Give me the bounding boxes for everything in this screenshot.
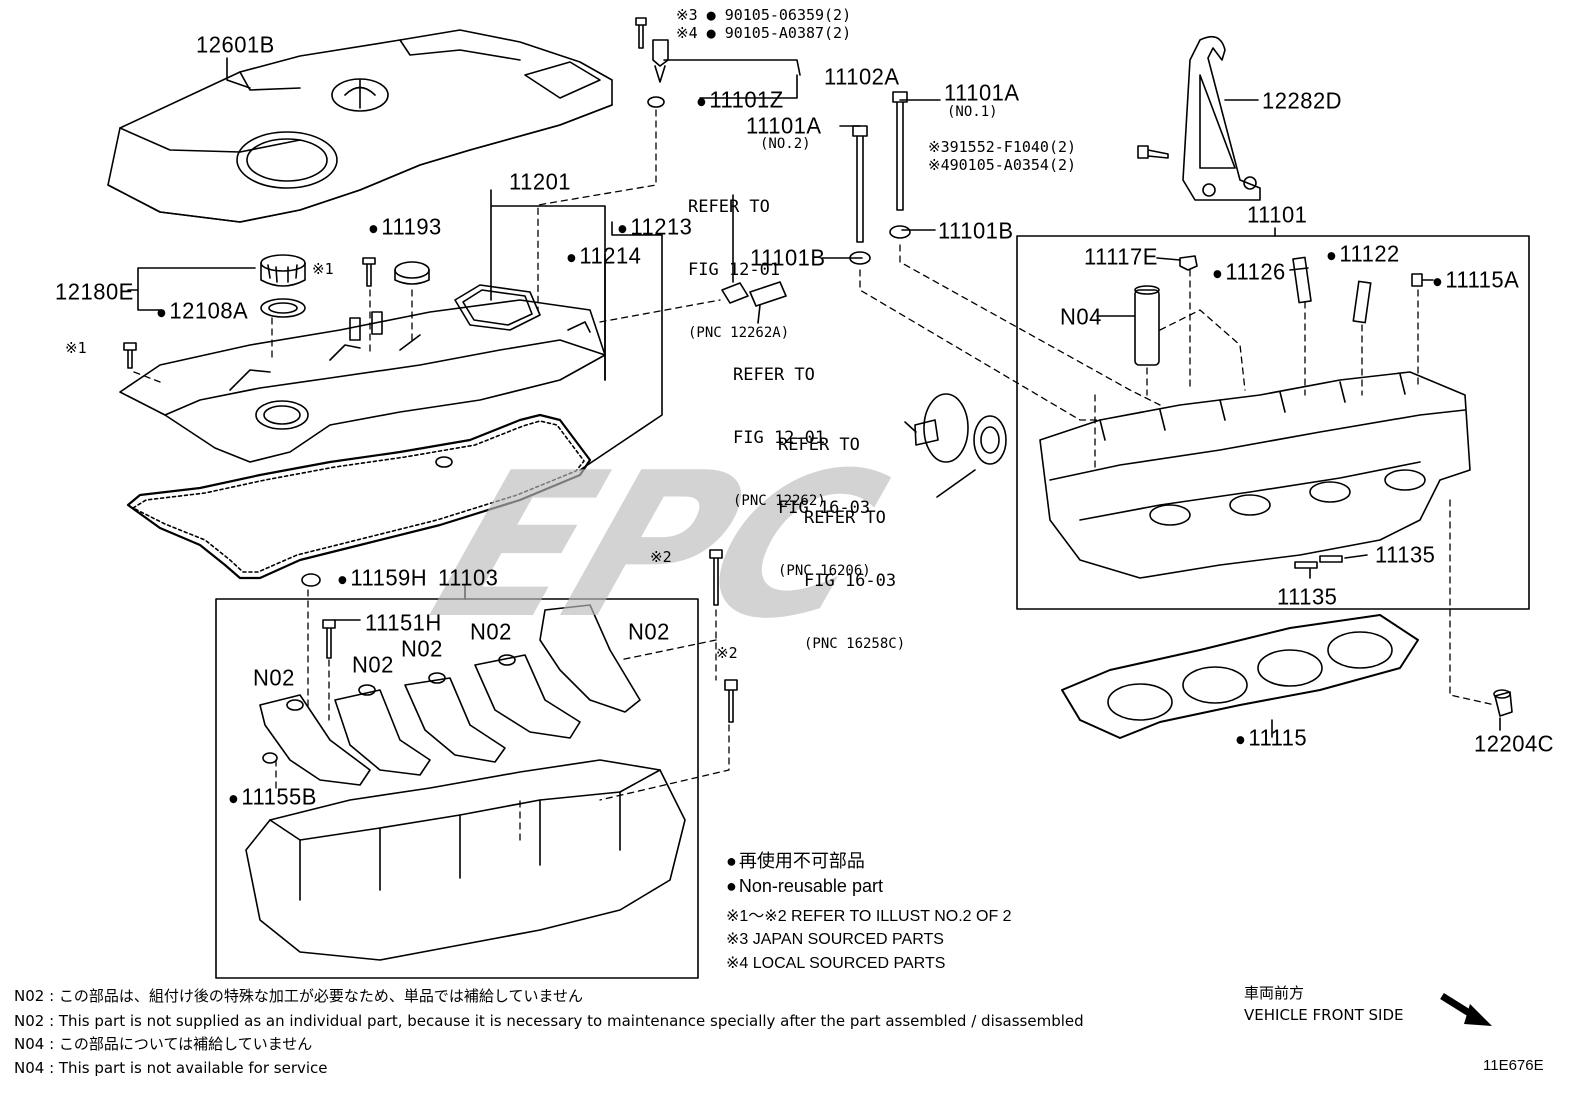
plug-drawing: [1493, 689, 1513, 717]
part-label-11135-b[interactable]: 11135: [1277, 583, 1338, 610]
reference-line: FIG 12-01: [688, 260, 781, 280]
part-label-11201[interactable]: 11201: [509, 168, 572, 195]
engine-cover-drawing: [107, 29, 613, 223]
mark-label-2b: ※2: [716, 644, 738, 662]
hose-drawing: [721, 281, 1007, 465]
legend-note-1: ※1～※2 REFER TO ILLUST NO.2 OF 2: [726, 908, 1012, 925]
fastener-note-a1: ※3 ● 90105-06359(2): [676, 6, 852, 24]
part-label-11101[interactable]: 11101: [1247, 201, 1308, 228]
bolt-drawings: [123, 17, 1169, 764]
part-label-11102A[interactable]: 11102A: [824, 63, 900, 90]
footnote-n04-en: N04 : This part is not available for ser…: [14, 1059, 328, 1077]
reference-line: FIG 16-03: [804, 571, 897, 591]
legend-note-2: ※3 JAPAN SOURCED PARTS: [726, 931, 944, 948]
part-label-11193[interactable]: 11193: [368, 215, 442, 238]
reference-line: REFER TO: [688, 197, 770, 217]
part-label-11126[interactable]: 11126: [1212, 260, 1286, 283]
reference-fig-16-03-b[interactable]: REFER TO FIG 16-03 (PNC 16258C): [804, 466, 905, 697]
reference-line: REFER TO: [804, 508, 886, 528]
front-direction-arrow-icon: [1440, 993, 1492, 1026]
part-label-N02-e[interactable]: N02: [253, 664, 295, 691]
part-label-11155B[interactable]: 11155B: [228, 785, 317, 808]
part-sublabel-no1: (NO.1): [947, 104, 998, 120]
part-sublabel-no2: (NO.2): [760, 136, 811, 152]
vehicle-front-jp: 車両前方: [1244, 984, 1305, 1002]
reference-fig-16-03-a[interactable]: REFER TO FIG 16-03 (PNC 16206): [778, 393, 871, 624]
fastener-note-b1: ※391552-F1040(2): [928, 138, 1077, 156]
legend-non-reusable-en: Non-reusable part: [726, 877, 883, 895]
part-label-N02-c[interactable]: N02: [401, 635, 443, 662]
part-label-11101B-b[interactable]: 11101B: [750, 244, 826, 271]
part-label-N02-d[interactable]: N02: [352, 651, 394, 678]
reference-pnc: (PNC 16206): [778, 563, 871, 579]
engine-hanger-drawing: [1182, 35, 1261, 201]
oil-cap-drawing: [260, 254, 430, 318]
mark-label-1a: ※1: [312, 260, 334, 278]
camshaft-housing-group-box: [215, 598, 699, 979]
part-label-12204C[interactable]: 12204C: [1474, 730, 1555, 757]
part-label-11213[interactable]: 11213: [617, 215, 692, 238]
fastener-note-b2: ※490105-A0354(2): [928, 156, 1077, 174]
part-label-N04[interactable]: N04: [1060, 303, 1102, 330]
head-gasket-drawing: [1061, 614, 1419, 739]
footnote-n04-jp: N04 : この部品については補給していません: [14, 1035, 313, 1053]
part-label-11101A-no2[interactable]: 11101A: [746, 112, 822, 139]
legend-note-3: ※4 LOCAL SOURCED PARTS: [726, 955, 946, 972]
camshaft-housing-drawing: [245, 604, 686, 961]
part-label-11117E[interactable]: 11117E: [1084, 243, 1158, 270]
reference-fig-12-01-b[interactable]: REFER TO FIG 12-01 (PNC 12262): [733, 323, 826, 554]
legend-non-reusable-jp: 再使用不可部品: [726, 852, 865, 870]
part-label-12108A[interactable]: 12108A: [156, 299, 248, 322]
part-label-11101B-a[interactable]: 11101B: [938, 217, 1014, 244]
part-label-11115[interactable]: 11115: [1235, 726, 1307, 749]
part-label-12180E[interactable]: 12180E: [55, 278, 134, 305]
reference-pnc: (PNC 12262A): [688, 325, 790, 341]
part-label-11151H[interactable]: 11151H: [365, 609, 442, 636]
illustration-code: 11E676E: [1483, 1057, 1544, 1074]
cylinder-head-drawing: [1039, 255, 1471, 579]
part-label-11101A-no1[interactable]: 11101A: [944, 79, 1020, 106]
reference-fig-12-01-a[interactable]: REFER TO FIG 12-01 (PNC 12262A): [688, 155, 789, 386]
part-label-11135-a[interactable]: 11135: [1375, 541, 1436, 568]
reference-line: REFER TO: [733, 365, 815, 385]
fastener-note-a2: ※4 ● 90105-A0387(2): [676, 24, 852, 42]
cylinder-head-group-box: [1016, 235, 1530, 610]
mark-label-1b: ※1: [65, 339, 87, 357]
part-label-11159H[interactable]: 11159H: [337, 566, 427, 589]
reference-line: FIG 12-01: [733, 428, 826, 448]
reference-line: REFER TO: [778, 435, 860, 455]
reference-pnc: (PNC 16258C): [804, 636, 906, 652]
part-label-12282D[interactable]: 12282D: [1262, 87, 1343, 114]
footnote-n02-en: N02 : This part is not supplied as an in…: [14, 1012, 1084, 1030]
vehicle-front-en: VEHICLE FRONT SIDE: [1244, 1006, 1404, 1024]
dashed-assembly-lines: [133, 109, 1496, 841]
part-label-11101Z[interactable]: 11101Z: [696, 88, 784, 111]
mark-label-2a: ※2: [650, 548, 672, 566]
part-label-12601B[interactable]: 12601B: [196, 31, 275, 58]
part-label-N02-a[interactable]: N02: [470, 618, 512, 645]
part-label-11122[interactable]: 11122: [1326, 242, 1400, 265]
part-label-11103[interactable]: 11103: [438, 564, 499, 591]
part-label-N02-b[interactable]: N02: [628, 618, 670, 645]
valve-cover-drawing: [119, 284, 606, 463]
footnote-n02-jp: N02 : この部品は、組付け後の特殊な加工が必要なため、単品では補給していませ…: [14, 987, 584, 1005]
part-label-11115A[interactable]: 11115A: [1432, 268, 1519, 291]
reference-line: FIG 16-03: [778, 498, 871, 518]
part-label-11214[interactable]: 11214: [566, 244, 641, 267]
reference-pnc: (PNC 12262): [733, 493, 826, 509]
